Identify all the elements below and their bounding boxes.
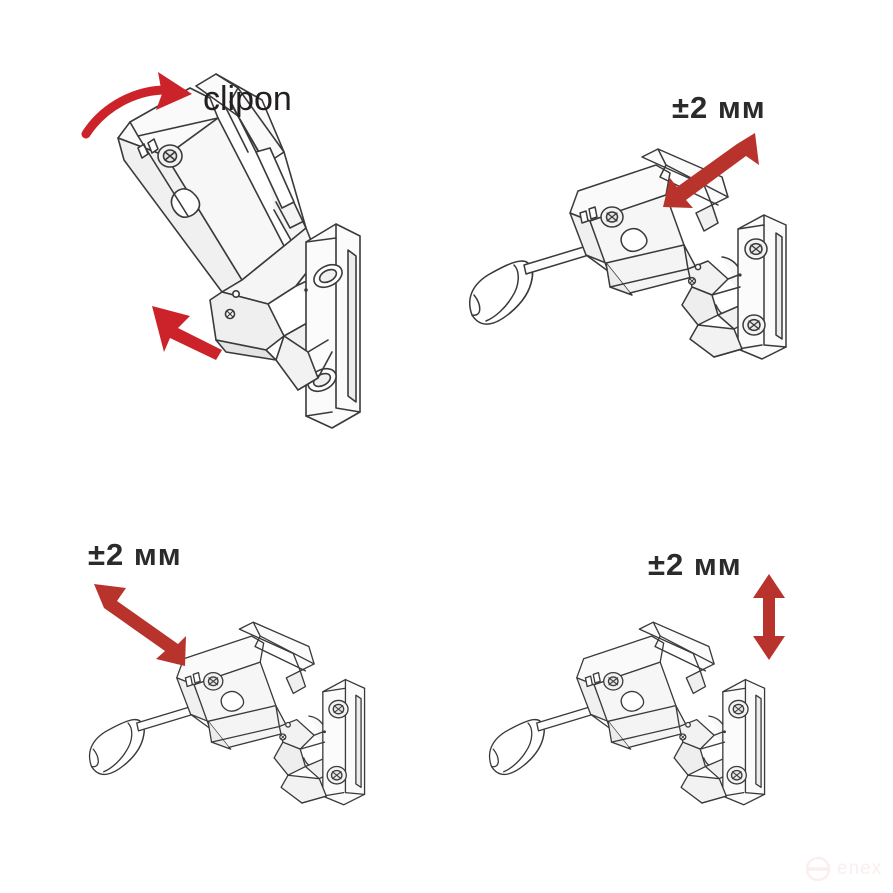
watermark-text: enex <box>837 858 883 879</box>
watermark-enex: enex <box>805 856 882 882</box>
hinge-cup-arm-open <box>117 87 285 293</box>
plate-screw-bottom <box>326 765 347 785</box>
mounting-plate-screws <box>680 678 766 806</box>
side-adjust-arrow <box>86 578 201 666</box>
curved-clip-arrow <box>81 72 192 139</box>
hinge-inner-arm <box>195 73 307 243</box>
hinge-assembly <box>176 621 348 780</box>
height-adjust-arrow <box>746 572 792 662</box>
mounting-plate-slotted <box>275 223 361 429</box>
push-up-arrow <box>152 306 222 360</box>
hinge-knuckle <box>209 227 343 361</box>
enex-logo-icon <box>805 856 831 882</box>
panel-clipon <box>70 60 430 440</box>
mounting-plate-screws <box>280 678 366 806</box>
screwdriver-handle <box>468 260 534 325</box>
label-tolerance-bottom-left: ±2 мм <box>88 537 182 572</box>
hinge-assembly <box>569 148 767 330</box>
panel-depth-adjust <box>460 135 860 365</box>
label-tolerance-top-right: ±2 мм <box>672 90 766 125</box>
panel-height-adjust <box>455 610 855 810</box>
plate-screw-bottom <box>726 765 747 785</box>
plate-screw-top <box>328 699 349 719</box>
mounting-plate-screws <box>689 214 787 360</box>
plate-screw-top <box>744 238 768 260</box>
label-tolerance-bottom-right: ±2 мм <box>648 547 742 582</box>
hinge-assembly <box>576 621 748 780</box>
plate-screw-top <box>728 699 749 719</box>
panel-side-adjust <box>55 610 455 810</box>
depth-adjust-arrow <box>660 128 770 213</box>
label-clipon: clipon <box>203 80 292 118</box>
plate-screw-bottom <box>742 314 766 336</box>
screwdriver-handle <box>488 718 545 776</box>
screwdriver-handle <box>88 718 145 776</box>
